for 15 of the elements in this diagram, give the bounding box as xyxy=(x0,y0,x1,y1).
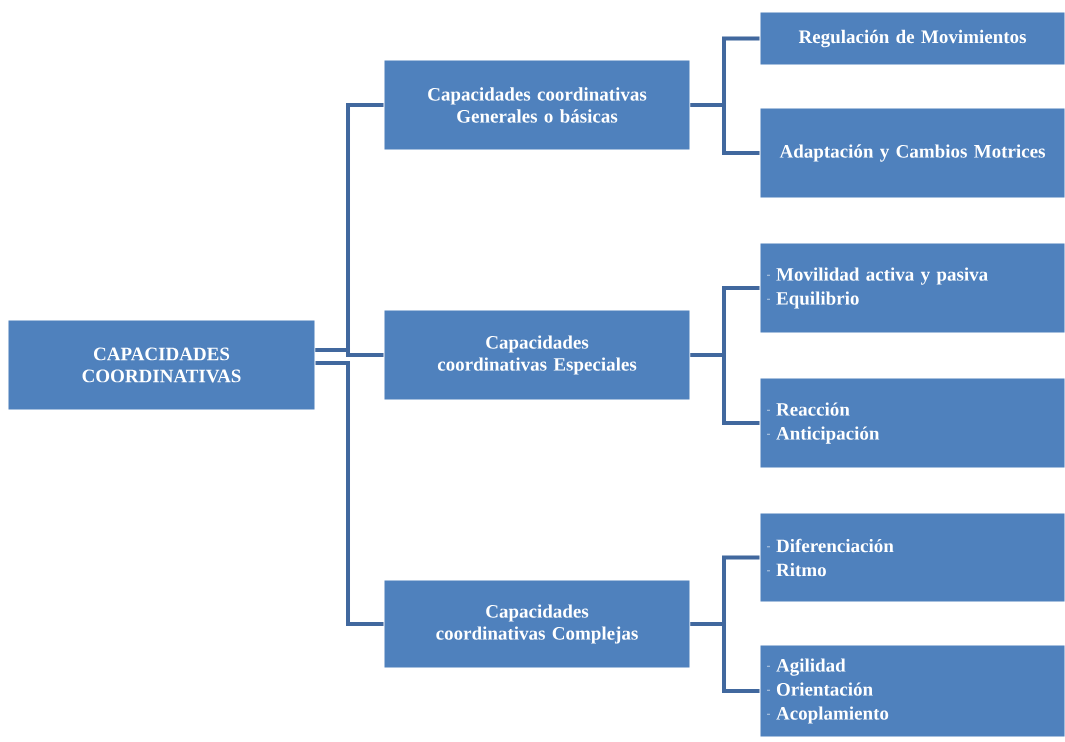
connector-line xyxy=(690,103,760,155)
list-box: Reacción Anticipación xyxy=(759,377,1065,469)
connector-line xyxy=(315,361,384,626)
connector-line xyxy=(315,348,384,357)
category-box: Capacidades coordinativas Especiales xyxy=(383,309,691,401)
category-box: Regulación de Movimientos xyxy=(759,11,1065,66)
category-box: Capacidades coordinativas Generales o básicas xyxy=(383,59,691,151)
root-box: CAPACIDADES COORDINATIVAS xyxy=(7,319,316,411)
connector-line xyxy=(690,622,760,693)
connector-line xyxy=(690,353,760,425)
list-box: Movilidad activa y pasiva Equilibrio xyxy=(759,242,1065,334)
category-box: Capacidades coordinativas Complejas xyxy=(383,579,691,669)
list-box: Diferenciación Ritmo xyxy=(759,512,1065,603)
list-box: Agilidad Orientación Acoplamiento xyxy=(759,644,1065,738)
category-box: Adaptación y Cambios Motrices xyxy=(759,107,1065,199)
